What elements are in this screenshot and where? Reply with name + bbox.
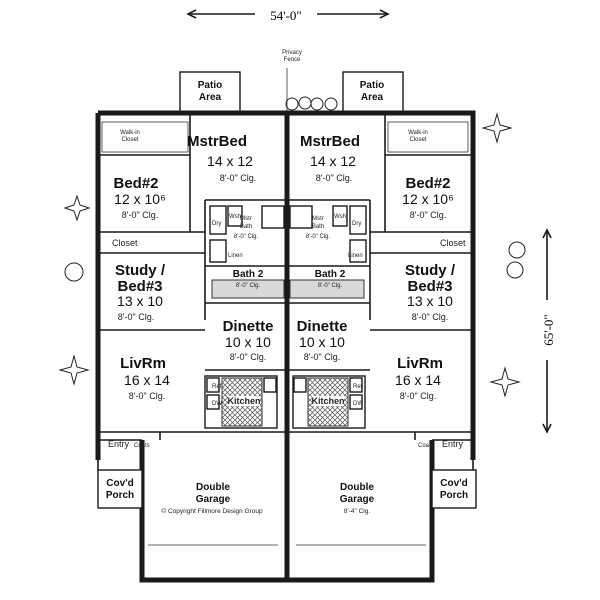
left-mstr-bath-clg: 8'-0" Clg. — [234, 234, 259, 240]
left-ref-label: Ref — [212, 384, 222, 390]
right-linen-label: Linen — [348, 253, 363, 259]
left-study-size: 13 x 10 — [117, 293, 163, 309]
right-closet-label: Closet — [440, 238, 466, 248]
right-kitchen-label: Kitchen — [311, 396, 344, 406]
right-master-bed-name: MstrBed — [300, 133, 360, 150]
right-study-name: Study /Bed#3 — [405, 262, 456, 295]
right-wsh-label: Wsh — [334, 214, 346, 220]
right-bed2-clg: 8'-0" Clg. — [410, 210, 446, 220]
right-livrm-clg: 8'-0" Clg. — [400, 391, 436, 401]
right-bed2-name: Bed#2 — [405, 175, 450, 192]
depth-dimension: 65'-0" — [538, 228, 556, 434]
right-master-bed-size: 14 x 12 — [310, 153, 356, 169]
right-entry-label: Entry — [442, 439, 464, 449]
left-livrm-size: 16 x 14 — [124, 372, 170, 388]
right-dinette-size: 10 x 10 — [299, 334, 345, 350]
left-bed2-size: 12 x 10⁶ — [114, 191, 166, 207]
left-bed2-name: Bed#2 — [113, 175, 158, 192]
right-bed2-size: 12 x 10⁶ — [402, 191, 454, 207]
right-garage-clg: 8'-4" Clg. — [344, 508, 371, 515]
left-master-bed-size: 14 x 12 — [207, 153, 253, 169]
width-dimension: 54'-0" — [186, 5, 390, 23]
right-dinette-clg: 8'-0" Clg. — [304, 352, 340, 362]
right-livrm-name: LivRm — [397, 355, 443, 372]
left-walk-in-closet — [101, 121, 189, 153]
left-kitchen-label: Kitchen — [227, 396, 260, 406]
right-master-bed-clg: 8'-0" Clg. — [316, 173, 352, 183]
right-coats-label: Coats — [418, 443, 434, 449]
left-wsh-label: Wsh — [229, 214, 241, 220]
left-coats-label: Coats — [134, 443, 150, 449]
left-dinette-clg: 8'-0" Clg. — [230, 352, 266, 362]
left-master-bed-clg: 8'-0" Clg. — [220, 173, 256, 183]
right-walk-in-closet — [387, 121, 469, 153]
left-master-bed-name: MstrBed — [187, 133, 247, 150]
left-bed2-clg: 8'-0" Clg. — [122, 210, 158, 220]
left-dinette-name: Dinette — [223, 318, 274, 335]
left-dw-label: DW — [212, 401, 222, 407]
right-study-size: 13 x 10 — [407, 293, 453, 309]
left-entry-label: Entry — [108, 439, 130, 449]
width-dimension-label: 54'-0" — [270, 8, 301, 23]
right-ref-label: Ref — [353, 384, 363, 390]
left-study-clg: 8'-0" Clg. — [118, 312, 154, 322]
right-dw-label: DW — [353, 401, 363, 407]
right-patio — [342, 71, 404, 113]
left-interior-walls — [98, 113, 287, 440]
depth-dimension-label: 65'-0" — [541, 314, 556, 345]
right-bath2-clg: 8'-0" Clg. — [318, 283, 343, 289]
right-bath-fixtures — [289, 205, 367, 299]
right-dry-label: Dry — [352, 221, 361, 227]
shrubs-top — [285, 96, 338, 111]
fixture-labels: Ref DW Ref DW Dry Wsh Dry Wsh — [212, 214, 363, 407]
right-bath2-name: Bath 2 — [315, 269, 346, 280]
left-patio — [179, 71, 241, 113]
right-study-clg: 8'-0" Clg. — [412, 312, 448, 322]
tree-icon — [58, 112, 526, 398]
left-dinette-size: 10 x 10 — [225, 334, 271, 350]
left-livrm-clg: 8'-0" Clg. — [129, 391, 165, 401]
exterior-walls — [95, 110, 477, 583]
left-livrm-name: LivRm — [120, 355, 166, 372]
left-dry-label: Dry — [212, 221, 221, 227]
left-bath2-name: Bath 2 — [233, 269, 264, 280]
copyright-label: © Copyright Fillmore Design Group — [161, 507, 263, 515]
right-dinette-name: Dinette — [297, 318, 348, 335]
left-bath-fixtures — [209, 205, 285, 299]
left-linen-label: Linen — [228, 253, 243, 259]
right-interior-walls — [287, 113, 473, 440]
left-bath2-clg: 8'-0" Clg. — [236, 283, 261, 289]
left-closet-label: Closet — [112, 238, 138, 248]
right-mstr-bath-clg: 8'-0" Clg. — [306, 234, 331, 240]
left-study-name: Study /Bed#3 — [115, 262, 166, 295]
right-livrm-size: 16 x 14 — [395, 372, 441, 388]
